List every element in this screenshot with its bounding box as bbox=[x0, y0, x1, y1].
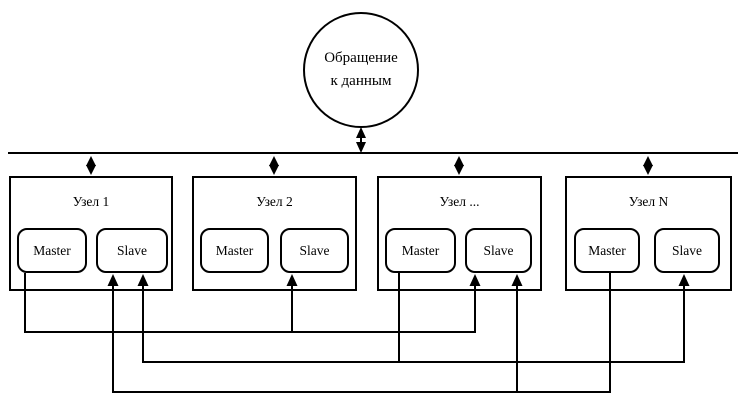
node-3-slave-box: Slave bbox=[465, 228, 532, 273]
node-2-slave-box: Slave bbox=[280, 228, 349, 273]
node-1-slave-label: Slave bbox=[117, 242, 147, 258]
node-3: Узел ... Master Slave bbox=[377, 176, 542, 291]
node-2-bus-arrow-icon bbox=[269, 156, 279, 175]
node-1-master-box: Master bbox=[17, 228, 87, 273]
arrowhead-up-icon bbox=[107, 274, 119, 286]
data-access-circle: Обращение к данным bbox=[303, 12, 419, 128]
node-2: Узел 2 Master Slave bbox=[192, 176, 357, 291]
node-3-master-label: Master bbox=[401, 242, 440, 258]
node-4-bus-arrow-icon bbox=[643, 156, 653, 175]
arrowhead-up-icon bbox=[137, 274, 149, 286]
replication-net-master4 bbox=[107, 273, 611, 393]
node-2-title: Узел 2 bbox=[256, 194, 293, 209]
arrowhead-up-icon bbox=[678, 274, 690, 286]
node-3-master-box: Master bbox=[385, 228, 456, 273]
node-3-title: Узел ... bbox=[439, 194, 480, 209]
node-2-master-label: Master bbox=[215, 242, 254, 258]
node-4-master-box: Master bbox=[574, 228, 640, 273]
node-1-master-label: Master bbox=[33, 242, 71, 258]
node-2-slave-label: Slave bbox=[299, 242, 330, 258]
node-4-master-label: Master bbox=[588, 242, 626, 258]
arrowhead-up-icon bbox=[511, 274, 523, 286]
arrowhead-up-icon bbox=[286, 274, 298, 286]
node-1-slave-box: Slave bbox=[96, 228, 168, 273]
node-4-title: Узел N bbox=[628, 194, 669, 209]
data-access-label-line2: к данным bbox=[330, 73, 392, 89]
node-1-bus-arrow-icon bbox=[86, 156, 96, 175]
circle-bus-arrow-icon bbox=[356, 127, 366, 153]
node-3-slave-label: Slave bbox=[483, 242, 514, 258]
node-1: Узел 1 Master Slave bbox=[9, 176, 173, 291]
node-2-master-box: Master bbox=[200, 228, 269, 273]
node-4-slave-label: Slave bbox=[672, 242, 702, 258]
node-3-bus-arrow-icon bbox=[454, 156, 464, 175]
node-1-title: Узел 1 bbox=[72, 194, 110, 209]
node-4-slave-box: Slave bbox=[654, 228, 720, 273]
arrowhead-up-icon bbox=[469, 274, 481, 286]
data-access-label-line1: Обращение bbox=[324, 50, 398, 66]
node-4: Узел N Master Slave bbox=[565, 176, 732, 291]
replication-net-master3 bbox=[137, 273, 690, 363]
